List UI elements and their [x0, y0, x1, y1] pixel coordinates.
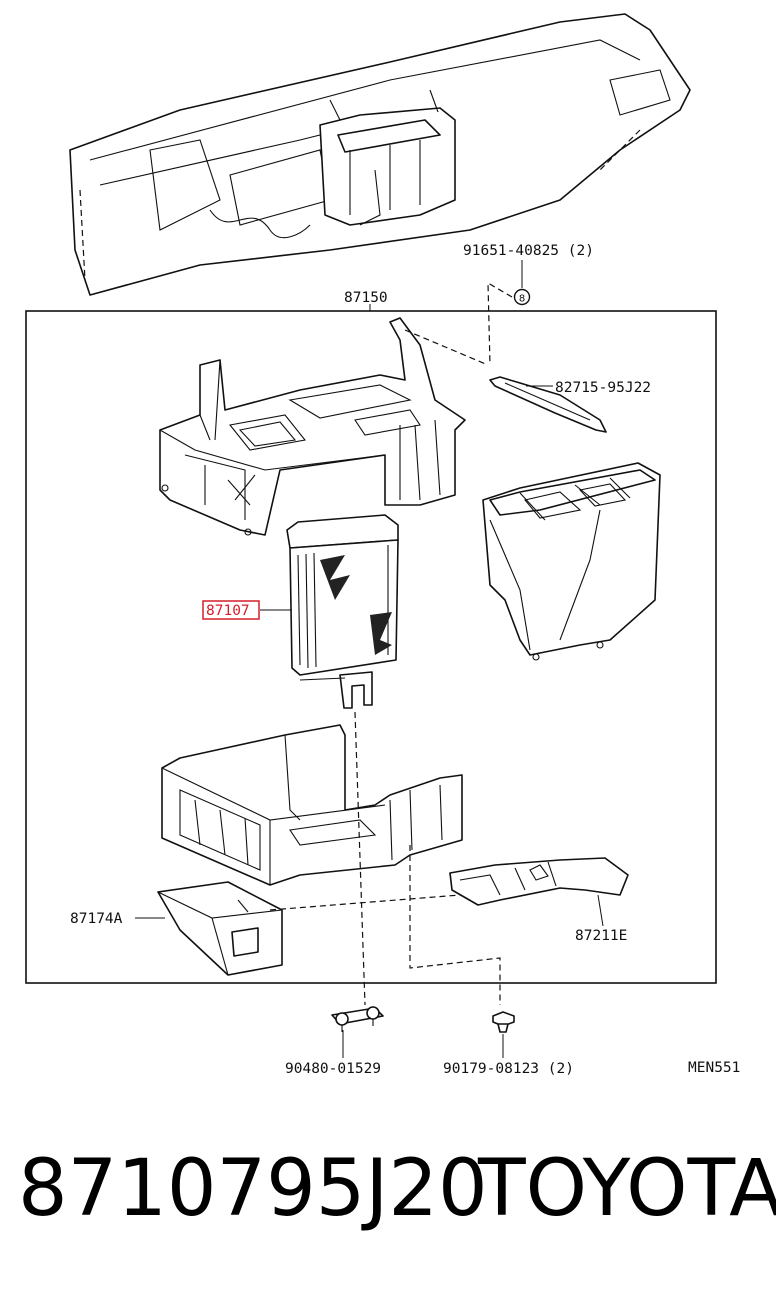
heater-core: 87107 — [202, 514, 399, 709]
callout-heater-core: 87107 — [206, 603, 250, 619]
air-box — [482, 462, 661, 661]
bolt-callout-top: 91651-40825 (2) 8 — [463, 243, 594, 366]
duct-right: 87211E — [449, 857, 629, 944]
dashboard-illustration — [69, 13, 691, 296]
bolt-marker-icon — [513, 288, 531, 306]
bolt-marker-label: 8 — [519, 294, 525, 305]
screw-fastener: 90179-08123 (2) — [443, 1011, 574, 1077]
highlight-box — [202, 600, 260, 620]
upper-case — [159, 317, 489, 536]
callout-assembly: 87150 — [344, 290, 388, 306]
diagram-code: MEN551 — [688, 1060, 740, 1076]
parts-diagram: 91651-40825 (2) 8 87150 82715-95J22 — [25, 13, 740, 1077]
callout-clip: 90480-01529 — [285, 1061, 381, 1077]
callout-bolt-top: 91651-40825 (2) — [463, 243, 594, 259]
callout-duct-right: 87211E — [575, 928, 627, 944]
callout-duct-left: 87174A — [70, 911, 123, 927]
bracket-part: 82715-95J22 — [489, 376, 651, 433]
brand-name: TOYOTA — [478, 1144, 776, 1234]
assembly-frame: 87150 — [25, 290, 717, 984]
callout-bracket: 82715-95J22 — [555, 380, 651, 396]
duct-left: 87174A — [70, 881, 283, 976]
clip-fastener: 90480-01529 — [285, 1006, 384, 1077]
callout-screw: 90179-08123 (2) — [443, 1061, 574, 1077]
part-number: 8710795J20 — [18, 1144, 488, 1234]
lower-case — [161, 711, 463, 1006]
